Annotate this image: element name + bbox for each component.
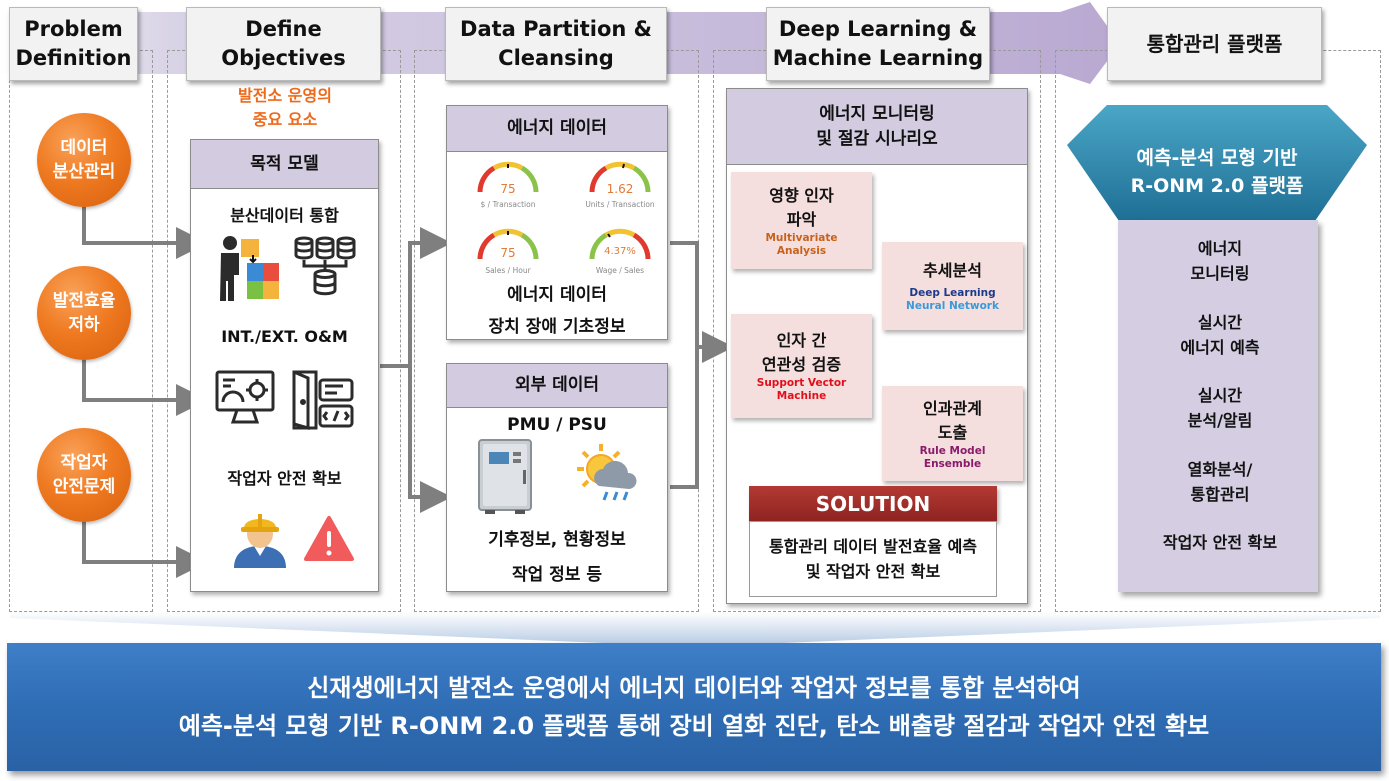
external-data-line2: 작업 정보 등: [511, 565, 603, 585]
solution-text: 통합관리 데이터 발전효율 예측 및 작업자 안전 확보: [749, 521, 997, 597]
energy-data-title: 에너지 데이터: [447, 106, 667, 152]
platform-item-safety: 작업자 안전 확보: [1162, 533, 1278, 552]
problem-efficiency-drop: 발전효율 저하: [37, 266, 131, 360]
gauge-wage: [589, 228, 651, 260]
step-causality-label: 인과관계 도출: [923, 398, 982, 442]
gauge-units: [589, 161, 651, 193]
step-correlation: 인자 간 연관성 검증 Support Vector Machine: [731, 314, 872, 418]
gauge-units-label: Units / Transaction: [585, 200, 655, 209]
summary-bar: 신재생에너지 발전소 운영에서 에너지 데이터와 작업자 정보를 통합 분석하여…: [7, 643, 1381, 771]
gauge-units-value: 1.62: [606, 182, 634, 196]
step-correlation-method: Support Vector Machine: [756, 377, 847, 402]
warning-icon: [304, 516, 354, 561]
objective-item-safety: 작업자 안전 확보: [227, 469, 342, 488]
gauge-sales-label: Sales / Hour: [485, 266, 531, 275]
step-influence-factor-label: 영향 인자 파악: [769, 185, 834, 229]
learning-title: 에너지 모니터링 및 절감 시나리오: [727, 89, 1027, 165]
external-data-title: 외부 데이터: [447, 364, 667, 408]
external-data-line1: 기후정보, 현황정보: [488, 530, 626, 550]
step-causality-method: Rule Model Ensemble: [919, 444, 986, 470]
gauge-wage-value: 4.37%: [604, 246, 636, 257]
monitor-gear-icon: [215, 370, 275, 424]
gauge-sales-value: 75: [500, 246, 516, 260]
problem-worker-safety: 작업자 안전문제: [37, 428, 131, 522]
energy-data-panel: 에너지 데이터: [446, 105, 668, 340]
summary-funnel-shape: [10, 612, 1380, 644]
gauge-transaction: [477, 161, 539, 193]
step-trend-analysis-method2: Neural Network: [906, 300, 999, 312]
electrical-cabinet-icon: [478, 439, 532, 514]
platform-banner-text: 예측-분석 모형 기반 R-ONM 2.0 플랫폼: [1130, 147, 1304, 197]
gauge-transaction-value: 75: [500, 182, 516, 196]
objective-item-integration: 분산데이터 통합: [230, 206, 339, 225]
step-influence-factor: 영향 인자 파악 Multivariate Analysis: [731, 172, 872, 269]
step-correlation-label: 인자 간 연관성 검증: [761, 331, 842, 374]
problem-data-distribution: 데이터 분산관리: [37, 113, 131, 207]
objectives-panel-title: 목적 모델: [191, 140, 378, 189]
header-platform: 통합관리 플랫폼: [1107, 7, 1322, 81]
objectives-note: 발전소 운영의 중요 요소: [238, 86, 332, 129]
platform-item-degradation: 열화분석/ 통합관리: [1187, 460, 1253, 504]
energy-data-line2: 장치 장애 기초정보: [488, 317, 626, 337]
gauge-transaction-label: $ / Transaction: [480, 200, 536, 209]
objectives-panel: 목적 모델: [190, 139, 379, 592]
platform-item-alert: 실시간 분석/알림: [1187, 386, 1253, 430]
platform-item-monitoring: 에너지 모니터링: [1190, 239, 1250, 283]
summary-line-1: 신재생에너지 발전소 운영에서 에너지 데이터와 작업자 정보를 통합 분석하여: [307, 674, 1081, 702]
worker-helmet-icon: [234, 514, 286, 568]
solution-header: SOLUTION: [749, 486, 997, 521]
gauge-sales: [477, 228, 539, 260]
header-data-partition: Data Partition & Cleansing: [445, 7, 667, 81]
header-deep-learning: Deep Learning & Machine Learning: [766, 7, 990, 81]
external-data-subtitle: PMU / PSU: [507, 415, 607, 435]
objective-item-om: INT./EXT. O&M: [221, 327, 348, 346]
step-causality: 인과관계 도출 Rule Model Ensemble: [882, 386, 1023, 481]
database-icon: [294, 236, 356, 296]
summary-line-2: 예측-분석 모형 기반 R-ONM 2.0 플랫폼 통해 장비 열화 진단, 탄…: [178, 712, 1210, 740]
step-trend-analysis-method: Deep Learning: [909, 287, 996, 299]
platform-features-panel: [1118, 220, 1318, 592]
weather-sun-rain-icon: [577, 444, 637, 501]
platform-item-prediction: 실시간 에너지 예측: [1180, 313, 1260, 357]
puzzle-person-icon: [220, 236, 279, 301]
platform-banner-shape: [1067, 105, 1367, 221]
door-code-icon: [292, 370, 354, 430]
energy-data-line1: 에너지 데이터: [507, 285, 607, 305]
header-problem-definition: Problem Definition: [9, 7, 138, 81]
step-trend-analysis-label: 추세분석: [923, 261, 982, 280]
step-influence-factor-method: Multivariate Analysis: [765, 231, 838, 257]
header-define-objectives: Define Objectives: [186, 7, 381, 81]
gauge-wage-label: Wage / Sales: [595, 266, 645, 275]
step-trend-analysis: 추세분석 Deep Learning Neural Network: [882, 242, 1023, 330]
